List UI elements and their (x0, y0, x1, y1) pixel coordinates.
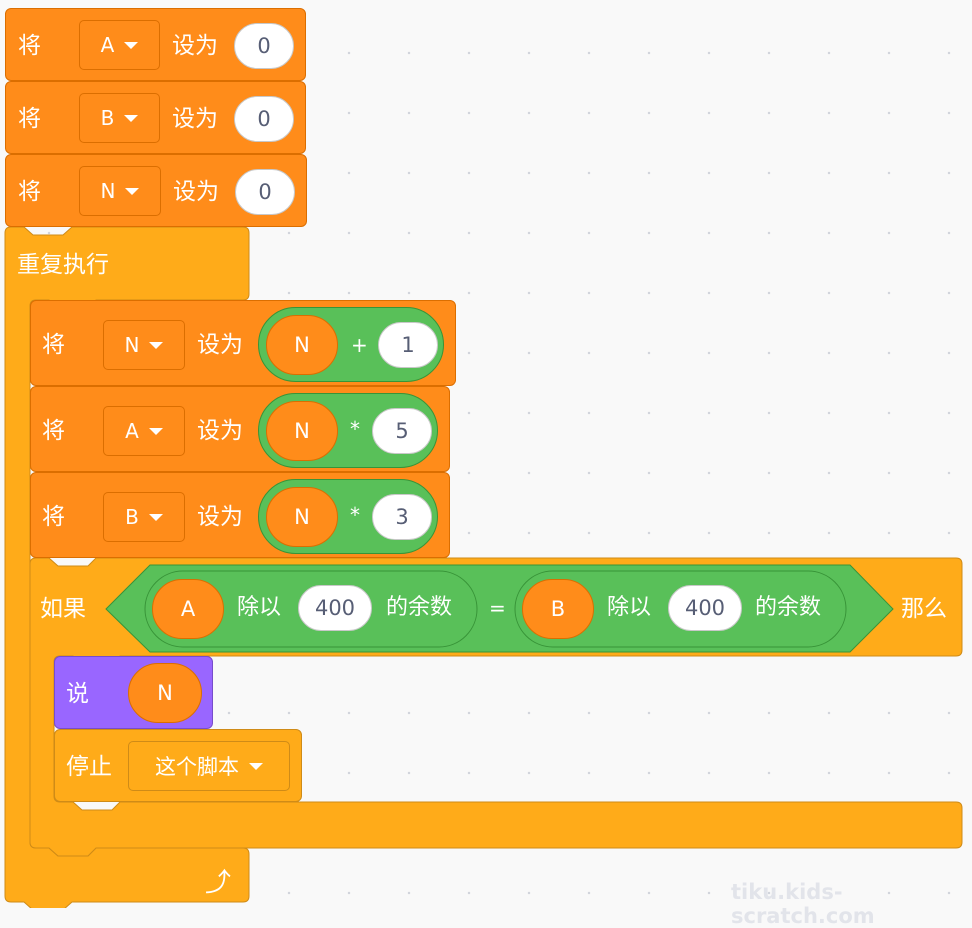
stop-label: 停止 (66, 754, 112, 780)
operand-input[interactable]: 1 (378, 322, 438, 368)
add-operator[interactable]: N + 1 (258, 307, 444, 382)
to-label: 设为 (173, 179, 219, 205)
set-b-block[interactable]: 将 B 设为 0 (5, 81, 306, 154)
set-n-increment-block[interactable]: 将 N 设为 N + 1 (30, 300, 456, 386)
stop-block[interactable]: 停止 这个脚本 (54, 729, 302, 802)
var-reporter-n[interactable]: N (128, 663, 202, 723)
plus-sign: + (351, 333, 368, 357)
set-a-multiply-block[interactable]: 将 A 设为 N * 5 (30, 386, 450, 472)
remainder-label-right: 的余数 (755, 595, 822, 620)
remainder-label-left: 的余数 (386, 595, 453, 620)
caret-down-icon (148, 513, 163, 521)
multiply-operator[interactable]: N * 5 (258, 393, 438, 468)
set-label: 将 (18, 106, 41, 132)
mod-label-left: 除以 (237, 595, 282, 620)
variable-dropdown-a[interactable]: A (79, 20, 160, 70)
dropdown-value: N (124, 333, 140, 357)
caret-down-icon (125, 187, 140, 195)
value-input[interactable]: 0 (235, 169, 295, 215)
set-b-multiply-block[interactable]: 将 B 设为 N * 3 (30, 472, 450, 558)
variable-dropdown-n[interactable]: N (79, 166, 161, 216)
dropdown-value: A (125, 419, 139, 443)
variable-dropdown-n[interactable]: N (103, 320, 185, 370)
var-reporter-n[interactable]: N (266, 401, 338, 461)
var-reporter-b[interactable]: B (522, 579, 594, 639)
value-input[interactable]: 0 (234, 96, 294, 142)
operand-input[interactable]: 5 (372, 408, 432, 454)
forever-label: 重复执行 (17, 252, 109, 278)
stop-option-dropdown[interactable]: 这个脚本 (128, 741, 290, 791)
to-label: 设为 (172, 33, 218, 59)
set-label: 将 (42, 332, 65, 358)
watermark: tiku.kids-scratch.com (731, 880, 875, 928)
set-a-block[interactable]: 将 A 设为 0 (5, 8, 306, 81)
caret-down-icon (124, 114, 139, 122)
var-reporter-n[interactable]: N (266, 315, 338, 375)
variable-dropdown-b[interactable]: B (79, 93, 160, 143)
dropdown-value: B (100, 106, 115, 130)
divisor-input-left[interactable]: 400 (298, 585, 372, 631)
variable-dropdown-b[interactable]: B (103, 492, 185, 542)
dropdown-value: A (100, 33, 115, 57)
dropdown-value: B (125, 505, 139, 529)
then-label: 那么 (901, 596, 947, 622)
to-label: 设为 (197, 418, 243, 444)
caret-down-icon (148, 427, 163, 435)
set-label: 将 (18, 33, 41, 59)
loop-arrow-icon: ⤴ (205, 868, 232, 898)
multiply-sign: * (350, 503, 360, 527)
to-label: 设为 (197, 332, 243, 358)
operand-input[interactable]: 3 (372, 494, 432, 540)
set-label: 将 (42, 504, 65, 530)
say-label: 说 (66, 681, 89, 707)
mod-label-right: 除以 (607, 595, 652, 620)
variable-dropdown-a[interactable]: A (103, 406, 185, 456)
multiply-operator[interactable]: N * 3 (258, 479, 438, 554)
caret-down-icon (124, 41, 139, 49)
say-block[interactable]: 说 N (54, 656, 213, 729)
to-label: 设为 (172, 106, 218, 132)
set-label: 将 (18, 179, 41, 205)
dropdown-value: 这个脚本 (155, 755, 239, 779)
set-label: 将 (42, 418, 65, 444)
divisor-input-right[interactable]: 400 (668, 585, 742, 631)
equals-sign: = (489, 596, 506, 620)
if-label: 如果 (40, 596, 86, 622)
var-reporter-a[interactable]: A (152, 579, 224, 639)
caret-down-icon (149, 341, 164, 349)
dropdown-value: N (100, 179, 116, 203)
caret-down-icon (249, 762, 263, 770)
to-label: 设为 (197, 504, 243, 530)
value-input[interactable]: 0 (234, 23, 294, 69)
var-reporter-n[interactable]: N (266, 487, 338, 547)
set-n-block[interactable]: 将 N 设为 0 (5, 154, 307, 227)
multiply-sign: * (350, 417, 360, 441)
